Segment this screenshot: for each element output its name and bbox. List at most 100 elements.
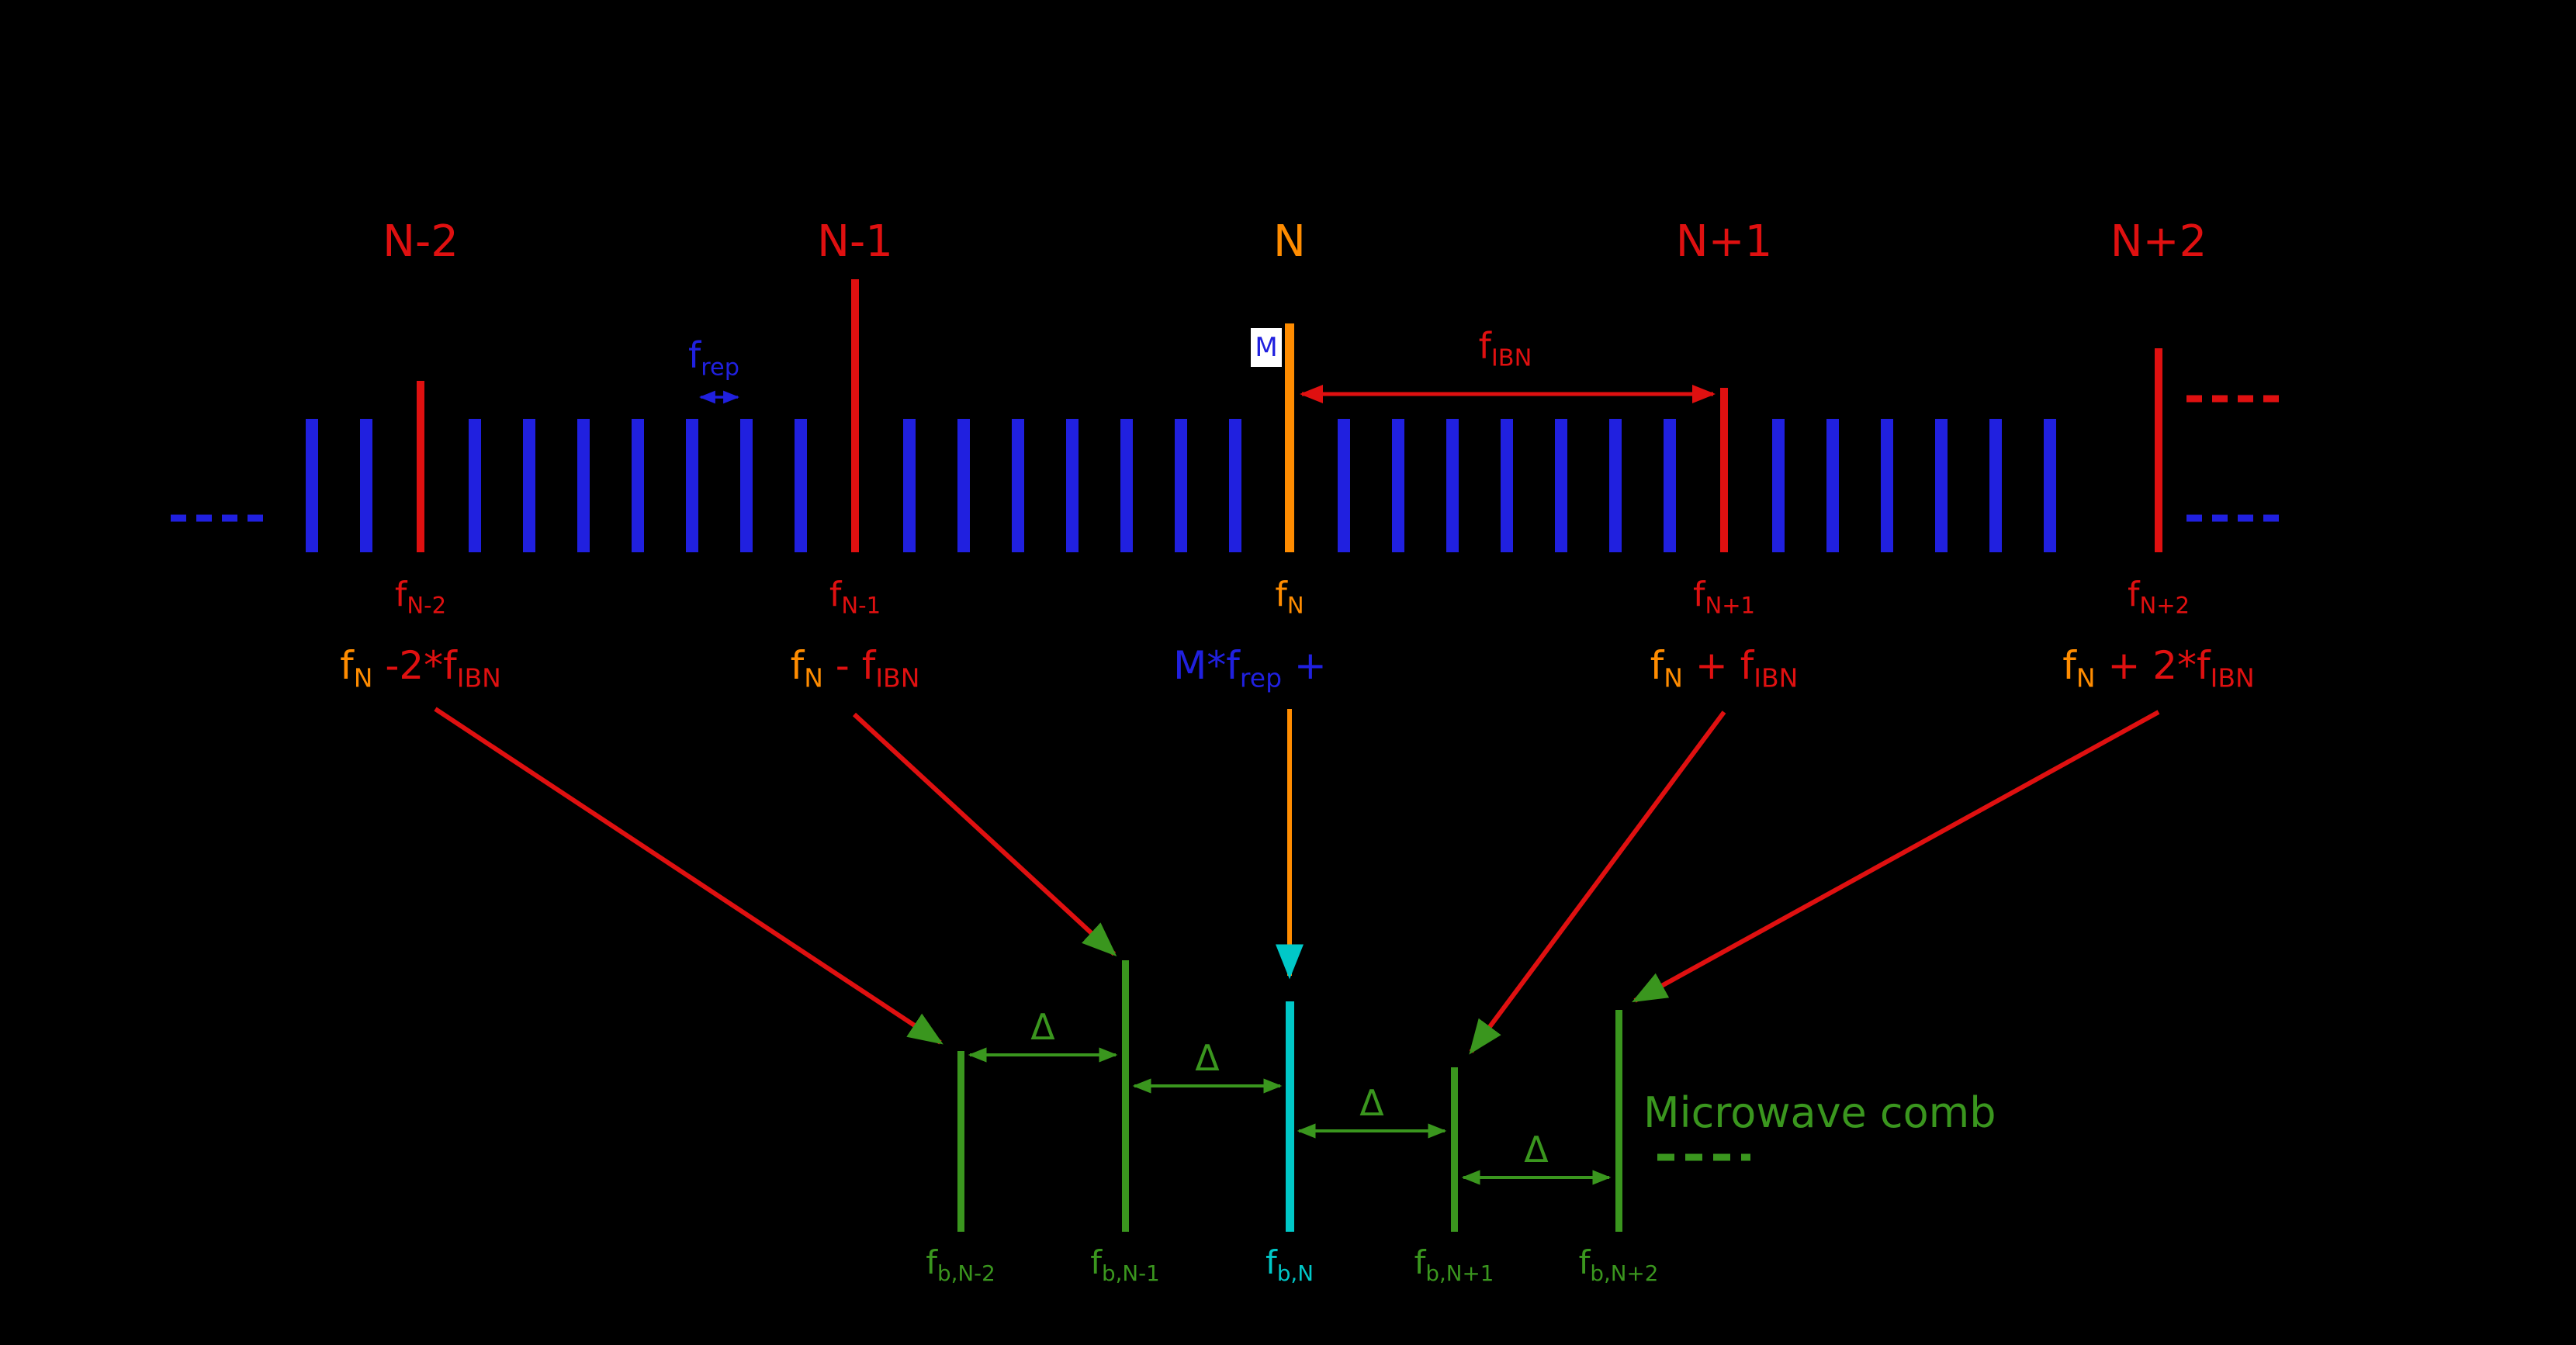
sub-text: IBN — [1754, 662, 1799, 693]
base-text: f — [1090, 1243, 1102, 1281]
mode-label-N: N — [1273, 216, 1306, 267]
arrow-fn-minus1-to-microwave — [852, 712, 1117, 957]
sub-text: N-2 — [407, 592, 447, 619]
comb-tooth — [2044, 419, 2056, 552]
comb-tooth — [1555, 419, 1567, 552]
microwave-line-label: fb,N-2 — [844, 1243, 1077, 1286]
base-text: f — [1275, 575, 1287, 614]
microwave-comb-label: Microwave comb — [1643, 1088, 1996, 1137]
mode-label-N-1: N-1 — [817, 216, 893, 267]
equation: fN + 2*fIBN — [1910, 643, 2407, 693]
mode-label-N+2: N+2 — [2110, 216, 2207, 267]
comb-tooth — [1175, 419, 1187, 552]
equation: fN -2*fIBN — [172, 643, 669, 693]
sub-text: b,N+2 — [1590, 1260, 1659, 1286]
mode-line-N-2 — [417, 381, 424, 552]
comb-tooth — [1120, 419, 1133, 552]
comb-tooth — [523, 419, 535, 552]
microwave-line — [1615, 1010, 1622, 1232]
sub-text: N+1 — [1705, 592, 1755, 619]
comb-tooth — [1229, 419, 1241, 552]
sub-text: b,N-2 — [937, 1260, 995, 1286]
arrow-fn-plus1-to-microwave — [1469, 711, 1726, 1055]
comb-tooth — [1501, 419, 1513, 552]
microwave-line — [957, 1051, 964, 1232]
f-ibn-label: fIBN — [1404, 326, 1606, 373]
f-ibn-sub: IBN — [1491, 344, 1532, 372]
microwave-line-label: fb,N-1 — [1009, 1243, 1241, 1286]
mode-label-N+1: N+1 — [1675, 216, 1773, 267]
base-text: f — [1692, 575, 1705, 614]
f-ibn-base: f — [1478, 325, 1491, 367]
comb-tooth — [1935, 419, 1948, 552]
comb-line-label: fN-2 — [289, 575, 552, 619]
sub-text: N-1 — [841, 592, 881, 619]
base-text: f — [1650, 643, 1664, 688]
f-rep-sub: rep — [701, 354, 739, 382]
equation: fN + fIBN — [1476, 643, 1972, 693]
sub-text: b,N+1 — [1425, 1260, 1494, 1286]
base-text: f — [926, 1243, 937, 1281]
mode-line-N-1 — [851, 279, 859, 552]
base-text: + 2*f — [2095, 643, 2211, 688]
comb-line-label: fN-1 — [723, 575, 987, 619]
microwave-line-label: fb,N+2 — [1502, 1243, 1735, 1286]
comb-tooth — [795, 419, 807, 552]
comb-tooth — [360, 419, 372, 552]
mode-line-N+2 — [2155, 348, 2162, 552]
base-text: f — [1578, 1243, 1591, 1281]
sub-text: b,N — [1276, 1260, 1314, 1286]
comb-line-label: fN+2 — [2027, 575, 2290, 619]
delta-label: Δ — [1195, 1037, 1220, 1079]
base-text: + f — [1682, 643, 1754, 688]
base-text: -2*f — [372, 643, 457, 688]
base-text: - f — [822, 643, 876, 688]
comb-tooth — [740, 419, 753, 552]
sub-text: N — [2076, 662, 2096, 693]
comb-tooth — [1772, 419, 1785, 552]
sub-text: rep — [1239, 662, 1283, 693]
equation: M*frep + — [1002, 643, 1498, 693]
mode-line-N — [1285, 323, 1294, 552]
comb-tooth — [577, 419, 590, 552]
sub-text: IBN — [456, 662, 501, 693]
comb-tooth — [1826, 419, 1839, 552]
m-label: M — [1251, 328, 1282, 367]
sub-text: N — [804, 662, 823, 693]
microwave-line — [1286, 1001, 1294, 1232]
delta-label: Δ — [1524, 1129, 1549, 1170]
arrow-fn-minus2-to-microwave — [434, 707, 943, 1045]
microwave-line — [1122, 960, 1129, 1232]
comb-tooth — [632, 419, 644, 552]
base-text: f — [790, 643, 805, 688]
comb-tooth — [686, 419, 698, 552]
base-text: + — [1282, 643, 1327, 688]
comb-tooth — [1664, 419, 1676, 552]
sub-text: N — [353, 662, 373, 693]
base-text: M*f — [1173, 643, 1240, 688]
sub-text: IBN — [875, 662, 920, 693]
sub-text: N+2 — [2139, 592, 2190, 619]
comb-tooth — [1989, 419, 2002, 552]
comb-line-label: fN — [1158, 575, 1421, 619]
base-text: f — [2062, 643, 2076, 688]
base-text: f — [1414, 1243, 1426, 1281]
sub-text: IBN — [2210, 662, 2255, 693]
mode-line-N+1 — [1720, 388, 1728, 552]
microwave-line-label: fb,N — [1173, 1243, 1406, 1286]
comb-tooth — [1066, 419, 1079, 552]
comb-tooth — [1609, 419, 1622, 552]
comb-tooth — [306, 419, 318, 552]
delta-label: Δ — [1030, 1006, 1055, 1048]
microwave-line — [1451, 1067, 1458, 1232]
comb-tooth — [1392, 419, 1404, 552]
comb-tooth — [1338, 419, 1350, 552]
microwave-line-label: fb,N+1 — [1338, 1243, 1570, 1286]
comb-tooth — [469, 419, 481, 552]
sub-text: N — [1664, 662, 1683, 693]
delta-label: Δ — [1359, 1082, 1384, 1124]
base-text: f — [1265, 1243, 1277, 1281]
comb-tooth — [957, 419, 970, 552]
